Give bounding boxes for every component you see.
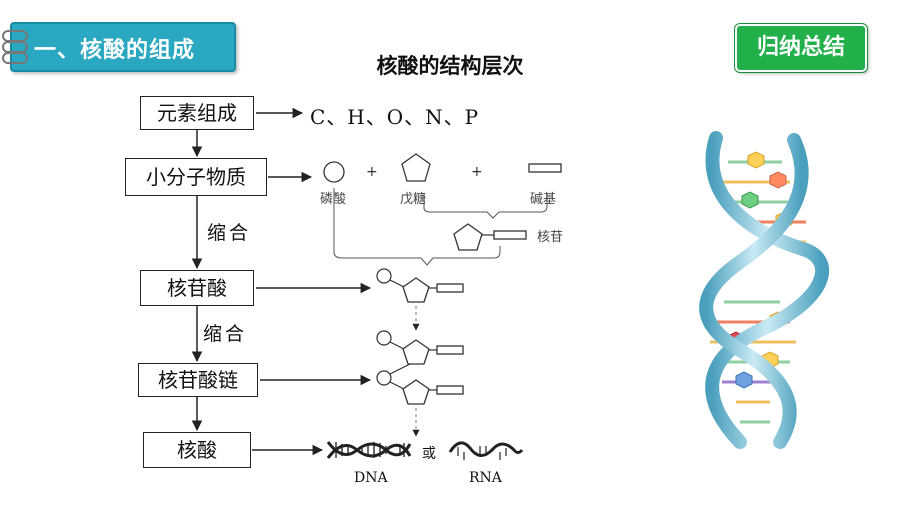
plus-icon: + — [366, 164, 378, 180]
dna-illustration-icon — [699, 131, 829, 449]
base-icon — [528, 163, 562, 173]
base-icon — [436, 283, 464, 293]
rna-label: RNA — [469, 470, 502, 486]
section-title: 一、核酸的组成 — [34, 38, 196, 63]
section-header-tab: 一、核酸的组成 — [10, 22, 236, 72]
phosphate-icon — [323, 161, 345, 183]
nucleoside-bracket — [423, 193, 548, 219]
or-label: 或 — [422, 446, 436, 462]
pentose-icon — [401, 153, 431, 182]
phosphate-icon — [376, 330, 392, 346]
nucleotide-box: 核苷酸 — [140, 270, 254, 306]
dna-label: DNA — [354, 470, 388, 486]
pentose-icon — [402, 277, 430, 303]
condensation-label: 缩合 — [203, 323, 248, 345]
base-label: 碱基 — [530, 192, 557, 207]
base-icon — [493, 230, 527, 240]
base-icon — [436, 345, 464, 355]
pentose-icon — [402, 339, 430, 365]
phosphate-icon — [376, 370, 392, 386]
summary-button[interactable]: 归纳总结 — [735, 24, 867, 72]
binder-ring-icon — [2, 52, 28, 64]
small-molecule-box: 小分子物质 — [125, 158, 267, 196]
pentose-icon — [402, 379, 430, 405]
dna-helix-icon — [326, 441, 412, 459]
condensation-label: 缩合 — [207, 222, 252, 244]
plus-icon: + — [471, 164, 483, 180]
pentose-label: 戊糖 — [400, 192, 427, 207]
base-icon — [436, 385, 464, 395]
elements-value: C、H、O、N、P — [310, 105, 480, 129]
diagram-title: 核酸的结构层次 — [376, 54, 524, 78]
nucleic-acid-box: 核酸 — [143, 432, 251, 468]
chain-box: 核苷酸链 — [138, 363, 258, 397]
phosphate-label: 磷酸 — [320, 192, 347, 207]
nucleotide-bracket — [333, 188, 501, 266]
elements-box: 元素组成 — [140, 96, 254, 130]
pentose-icon — [453, 223, 483, 251]
rna-strand-icon — [448, 441, 524, 460]
nucleoside-label: 核苷 — [537, 230, 564, 245]
phosphate-icon — [376, 268, 392, 284]
